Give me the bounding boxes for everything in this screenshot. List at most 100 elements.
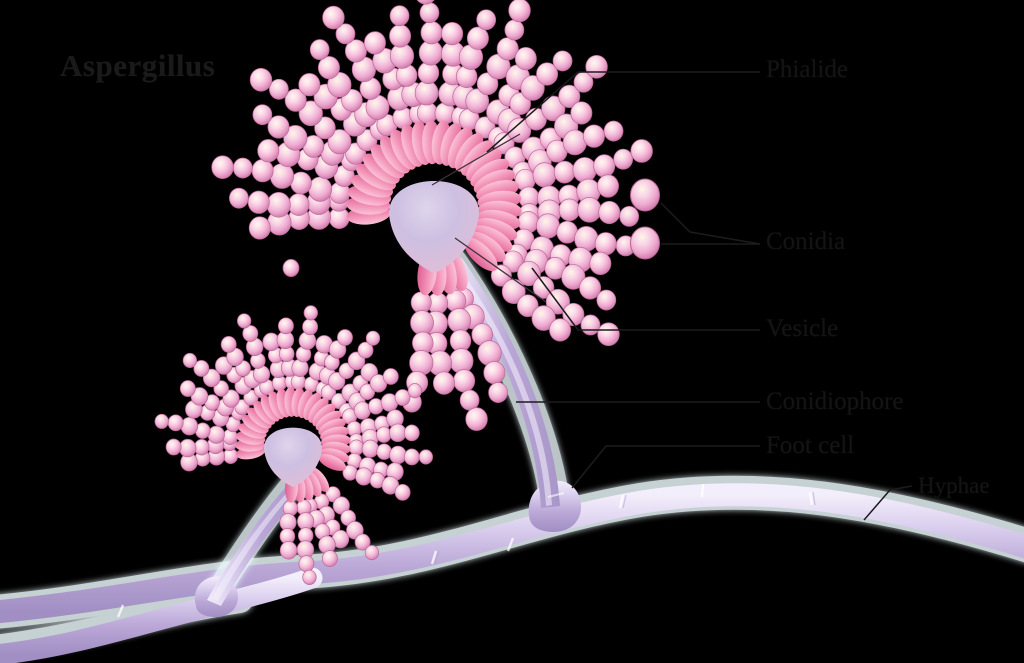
label-hyphae: Hyphae xyxy=(918,473,990,498)
conidium xyxy=(207,425,225,444)
conidium xyxy=(252,104,273,126)
label-conidia: Conidia xyxy=(766,228,846,255)
conidium xyxy=(267,115,290,139)
conidium xyxy=(229,187,249,209)
phialide xyxy=(475,218,518,242)
leader-conidia-upper xyxy=(660,202,761,245)
conidium xyxy=(302,569,317,585)
conidium xyxy=(287,193,310,216)
conidium xyxy=(322,5,345,30)
phialide xyxy=(362,153,400,184)
phialide xyxy=(241,415,269,434)
conidium xyxy=(414,80,439,106)
conidium xyxy=(419,2,440,24)
conidium xyxy=(630,139,653,163)
conidium xyxy=(298,73,321,97)
conidium xyxy=(355,467,373,486)
conidium xyxy=(302,318,318,336)
conidium xyxy=(389,445,407,465)
phialide xyxy=(370,144,405,179)
conidium xyxy=(476,72,499,96)
phialide xyxy=(315,410,342,431)
phialide xyxy=(454,133,484,172)
conidium xyxy=(266,191,291,218)
conidium xyxy=(388,423,407,443)
conidia-sample-group xyxy=(630,178,660,260)
conidium xyxy=(504,19,525,41)
conidium xyxy=(279,541,298,560)
conidium-sample-upper xyxy=(630,178,660,212)
phialide xyxy=(460,140,493,176)
leader-phialide xyxy=(486,71,760,153)
conidium xyxy=(248,216,271,240)
conidiophore-large xyxy=(437,247,582,532)
conidium xyxy=(298,100,323,127)
conidium xyxy=(180,416,199,436)
conidium xyxy=(179,380,196,397)
conidium xyxy=(337,329,353,346)
stipe-large xyxy=(447,258,560,508)
conidium xyxy=(193,360,210,377)
conidium xyxy=(327,129,352,155)
pointer-vesicle xyxy=(454,237,547,303)
conidium xyxy=(268,78,289,100)
conidium xyxy=(483,361,506,385)
phialide xyxy=(312,403,336,427)
conidium xyxy=(410,310,434,336)
phialide xyxy=(253,400,276,425)
conidium xyxy=(308,176,333,202)
conidium xyxy=(613,148,634,170)
phialide xyxy=(447,127,473,169)
leader-foot-cell xyxy=(571,445,760,489)
leader-lines-group xyxy=(431,71,913,521)
conidium xyxy=(278,317,294,335)
phialide xyxy=(472,225,513,252)
hypha-main xyxy=(0,483,1024,624)
stray-conidium xyxy=(282,258,300,277)
conidia-chains xyxy=(154,305,433,585)
conidium xyxy=(407,383,422,399)
conidium xyxy=(579,276,602,300)
conidium xyxy=(553,160,576,184)
conidium xyxy=(541,95,566,122)
conidium xyxy=(314,116,336,140)
conidium xyxy=(561,264,586,290)
stipe-highlight-small xyxy=(212,483,299,601)
conidium xyxy=(597,174,619,198)
conidium xyxy=(531,305,556,331)
conidium xyxy=(394,483,411,501)
conidium xyxy=(251,159,274,183)
conidium xyxy=(582,124,605,148)
conidium xyxy=(357,341,374,359)
conidium xyxy=(441,21,464,46)
conidium xyxy=(476,9,497,31)
phialide-ring xyxy=(235,387,351,503)
vesicle xyxy=(263,427,323,488)
conidium xyxy=(269,163,295,189)
conidium xyxy=(459,389,480,411)
label-foot-cell: Foot cell xyxy=(766,432,855,459)
conidium xyxy=(596,289,617,311)
conidium xyxy=(364,545,380,561)
conidium xyxy=(344,39,367,63)
conidium xyxy=(558,84,581,108)
conidium xyxy=(403,424,420,442)
conidium xyxy=(242,325,259,342)
conidium xyxy=(178,438,197,458)
conidium xyxy=(354,533,371,551)
phialide xyxy=(318,453,347,471)
conidium xyxy=(603,120,624,142)
conidium xyxy=(514,46,537,71)
hyphae-group xyxy=(0,475,1024,663)
conidium xyxy=(589,251,612,276)
conidium xyxy=(232,157,253,179)
conidium xyxy=(154,413,169,429)
conidium xyxy=(234,399,250,416)
conidium xyxy=(348,439,364,456)
conidium xyxy=(182,352,197,368)
conidium xyxy=(409,350,434,376)
phialide xyxy=(303,392,321,421)
conidium xyxy=(418,449,433,465)
conidium xyxy=(572,157,597,183)
conidium xyxy=(328,372,346,391)
